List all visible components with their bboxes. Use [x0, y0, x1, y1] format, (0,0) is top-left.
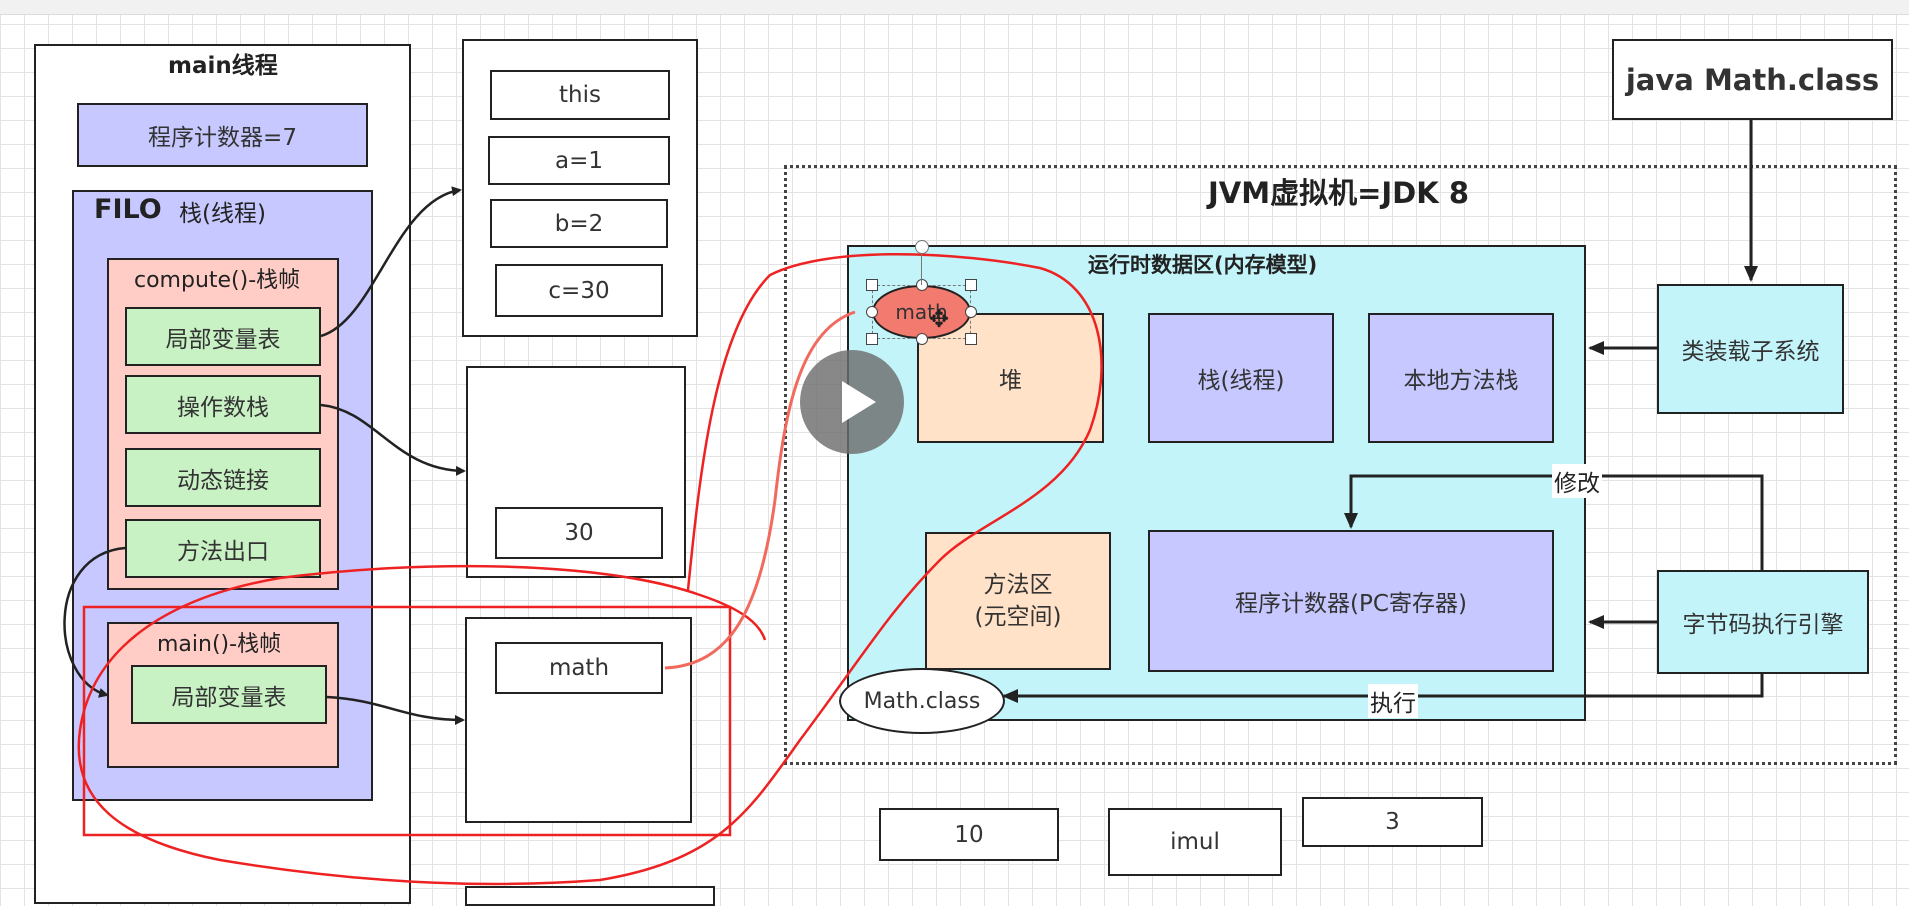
local-var-b[interactable]: b=2: [490, 199, 668, 248]
stack-label: 栈(线程): [179, 201, 266, 227]
arrow-operand-to-panel: [320, 403, 466, 476]
rotate-handle[interactable]: [915, 240, 929, 254]
selection-handle[interactable]: [866, 279, 878, 291]
local-var-this[interactable]: this: [490, 70, 670, 120]
operand-value[interactable]: 30: [495, 507, 663, 559]
main-local-vars[interactable]: 局部变量表: [131, 665, 327, 724]
method-area-box[interactable]: 方法区 (元空间): [925, 532, 1111, 670]
compute-frame-title: compute()-栈帧: [134, 268, 301, 293]
annotation-loop: [77, 253, 1103, 886]
main-local-math[interactable]: math: [495, 642, 663, 694]
method-area-sublabel: (元空间): [974, 604, 1062, 630]
bottom-value-3[interactable]: 3: [1302, 797, 1483, 847]
jvm-title: JVM虚拟机=JDK 8: [1208, 176, 1470, 210]
dynamic-link[interactable]: 动态链接: [125, 448, 321, 507]
local-var-c[interactable]: c=30: [495, 264, 663, 317]
stack-thread-box[interactable]: 栈(线程): [1148, 313, 1334, 443]
native-stack-box[interactable]: 本地方法栈: [1368, 313, 1554, 443]
selection-handle[interactable]: [916, 333, 928, 345]
pc-register-box[interactable]: 程序计数器(PC寄存器): [1148, 530, 1554, 672]
selection-handle[interactable]: [965, 306, 977, 318]
annotation-pointer: [664, 310, 856, 670]
arrow-exit-to-main: [63, 546, 126, 698]
toolbar-strip: [0, 0, 1909, 15]
modify-label: 修改: [1552, 464, 1602, 498]
pc-counter-box[interactable]: 程序计数器=7: [77, 103, 368, 167]
bottom-value-imul[interactable]: imul: [1108, 808, 1282, 876]
selection-handle[interactable]: [916, 279, 928, 291]
compute-local-vars[interactable]: 局部变量表: [125, 307, 321, 366]
rotate-handle-stem: [921, 254, 922, 285]
arrow-localvars-to-table: [320, 186, 462, 338]
jvm-region: [784, 165, 1897, 765]
exec-engine-box[interactable]: 字节码执行引擎: [1657, 570, 1869, 674]
selection-outline: [872, 285, 971, 339]
play-icon[interactable]: [800, 350, 904, 454]
execute-label: 执行: [1368, 684, 1418, 718]
operand-stack[interactable]: 操作数栈: [125, 375, 321, 434]
move-cursor-icon: ✥: [929, 305, 950, 333]
selection-handle[interactable]: [866, 306, 878, 318]
bottom-value-10[interactable]: 10: [879, 808, 1059, 861]
math-class-ellipse[interactable]: Math.class: [839, 668, 1005, 734]
selection-handle[interactable]: [866, 333, 878, 345]
main-thread-title: main线程: [168, 53, 278, 79]
arrow-execute: [1002, 674, 1764, 703]
java-source-box[interactable]: java Math.class: [1612, 39, 1893, 120]
stack-filo-label: FILO: [94, 194, 162, 225]
selection-handle[interactable]: [965, 279, 977, 291]
method-exit[interactable]: 方法出口: [125, 519, 321, 578]
class-loader-box[interactable]: 类装载子系统: [1657, 284, 1844, 414]
selection-handle[interactable]: [965, 333, 977, 345]
method-area-label: 方法区: [983, 572, 1053, 598]
annotation-rect: [82, 605, 732, 837]
main-frame-title: main()-栈帧: [157, 632, 282, 657]
local-var-a[interactable]: a=1: [488, 136, 670, 185]
runtime-area-title: 运行时数据区(内存模型): [1088, 253, 1318, 277]
arrow-mainvars-to-panel: [326, 695, 465, 725]
